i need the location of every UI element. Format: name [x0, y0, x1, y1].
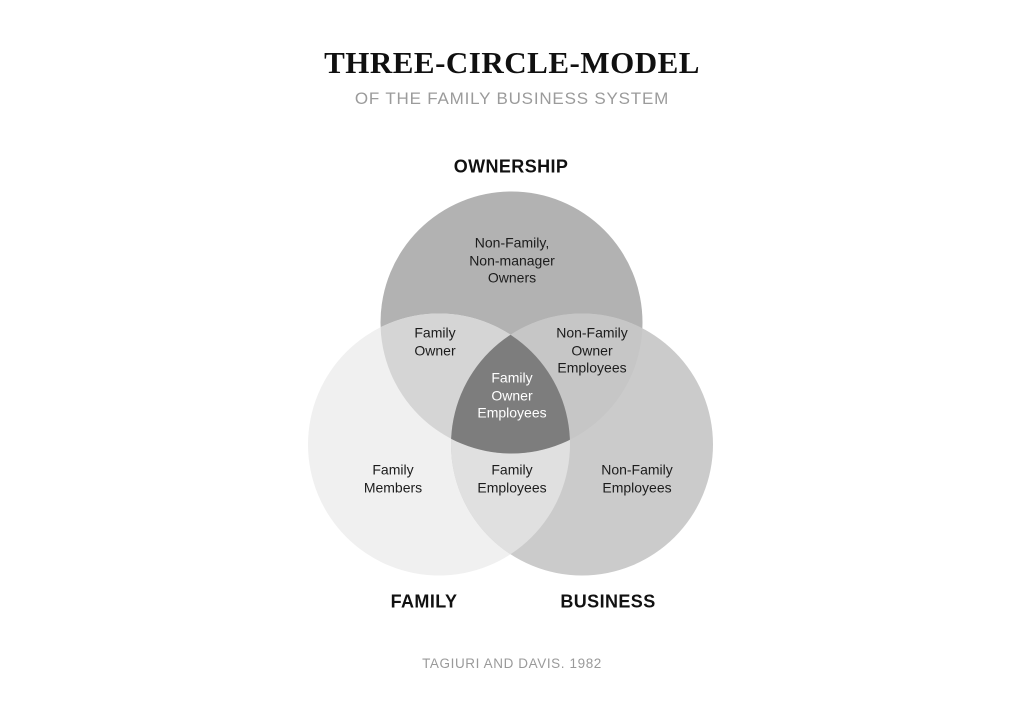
region-label-center: Family Owner Employees: [477, 369, 547, 421]
business-circle-title: BUSINESS: [560, 591, 656, 612]
ownership-circle-title: OWNERSHIP: [453, 156, 569, 177]
page-title: THREE-CIRCLE-MODEL: [324, 45, 700, 80]
region-label-family-business: Family Employees: [477, 461, 547, 495]
region-label-ownership-family: Family Owner: [414, 324, 456, 358]
region-label-business-only: Non-Family Employees: [601, 461, 673, 495]
region-label-ownership-only: Non-Family, Non-manager Owners: [469, 234, 555, 286]
region-label-ownership-business: Non-Family Owner Employees: [556, 324, 628, 376]
page-subtitle: OF THE FAMILY BUSINESS SYSTEM: [354, 89, 670, 108]
family-circle-title: FAMILY: [390, 591, 458, 612]
region-label-family-only: Family Members: [363, 461, 423, 495]
attribution-text: TAGIURI AND DAVIS. 1982: [422, 656, 602, 671]
